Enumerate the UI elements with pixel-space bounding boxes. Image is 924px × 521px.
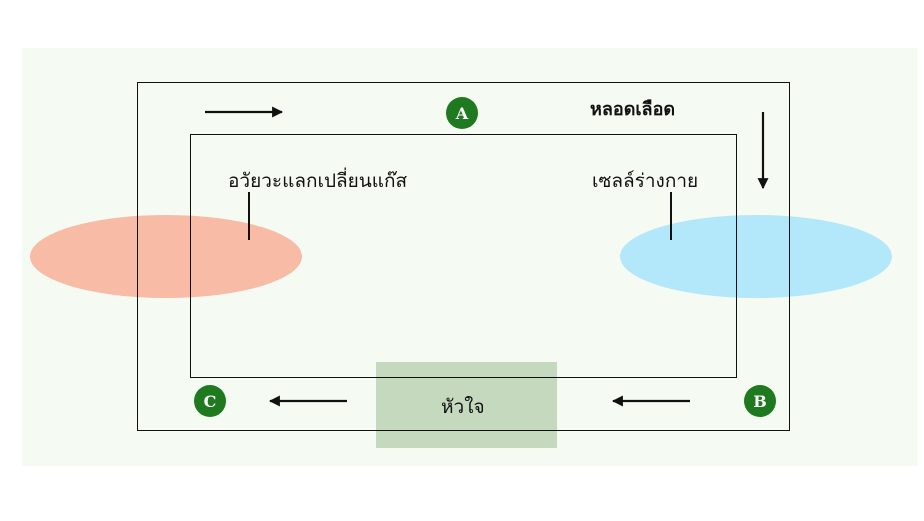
heart-label: หัวใจ (441, 396, 485, 418)
inner-circulation-loop (190, 134, 737, 378)
body-cells-shape (620, 215, 892, 298)
node-c: C (194, 385, 226, 417)
outer-circulation-loop (137, 82, 790, 431)
body-cells-label: เซลล์ร่างกาย (592, 170, 699, 192)
gas-exchange-leader-line (248, 192, 250, 240)
body-cells-leader-line (670, 192, 672, 240)
heart-shape (376, 362, 557, 448)
node-a: A (446, 97, 478, 129)
blood-vessel-label: หลอดเลือด (590, 99, 676, 120)
gas-exchange-organ-label: อวัยวะแลกเปลี่ยนแก๊ส (228, 170, 408, 192)
node-b: B (744, 385, 776, 417)
gas-exchange-organ-shape (30, 215, 302, 298)
